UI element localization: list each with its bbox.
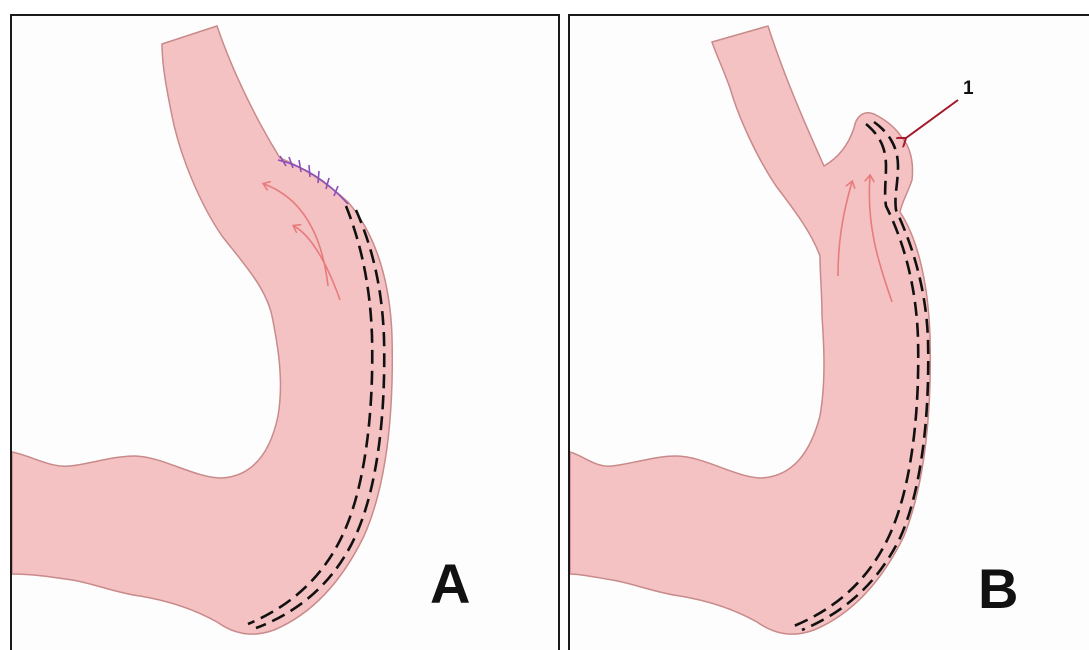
panel-label-b: B (978, 561, 1018, 617)
panel-a: A (10, 14, 560, 650)
panel-b: 1 B (568, 14, 1089, 650)
sleeve-stomach-diagram-b (570, 16, 1089, 650)
panel-label-a: A (430, 556, 470, 612)
callout-label: 1 (963, 78, 974, 100)
sleeve-stomach-shape (12, 26, 392, 634)
sleeve-stomach-shape (570, 26, 930, 634)
callout-arrow (906, 100, 958, 138)
sleeve-stomach-diagram-a (12, 16, 560, 650)
